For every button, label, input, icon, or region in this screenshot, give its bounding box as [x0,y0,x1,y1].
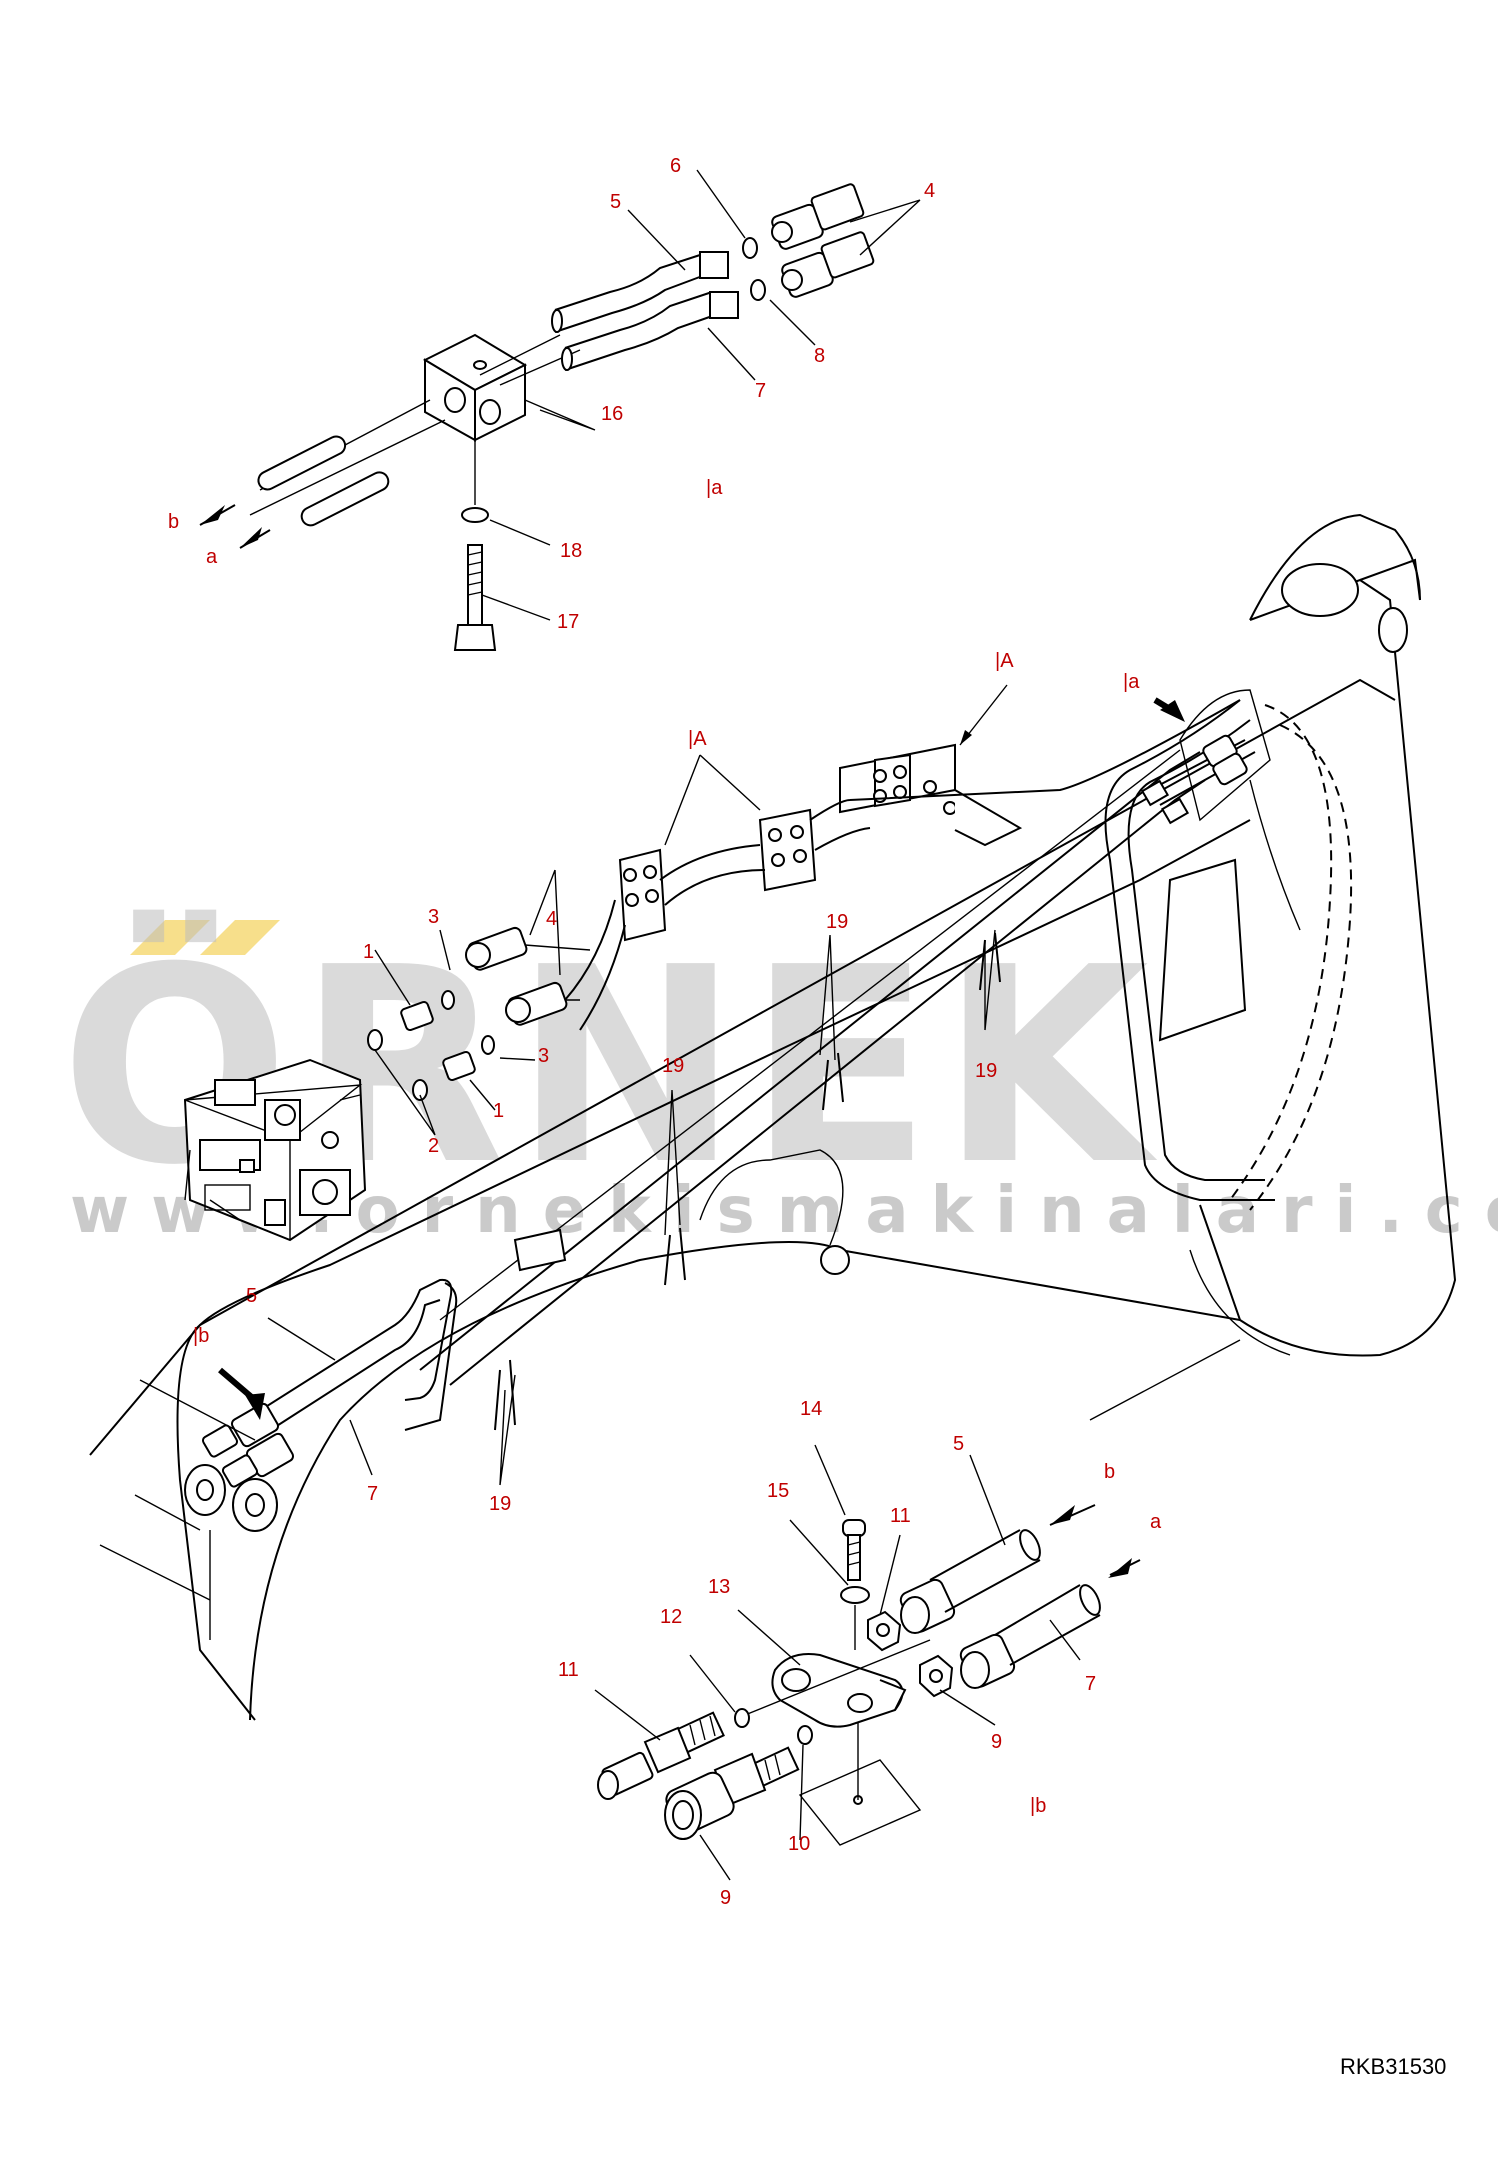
ref-a-bottom: a [1150,1511,1162,1533]
callout-13: 13 [708,1576,730,1598]
control-valve [183,1058,367,1242]
callout-7-bottom: 7 [1085,1673,1096,1695]
ref-b-boom: |b [193,1325,209,1347]
callout-7-top: 7 [755,380,766,402]
clamp-A-lower [618,808,817,942]
callout-14: 14 [800,1398,822,1420]
callouts: 5 6 4 8 7 16 18 17 4 3 1 3 1 2 19 19 19 … [246,155,1096,1909]
callout-19-c: 19 [662,1055,684,1077]
callout-2: 2 [428,1135,439,1157]
boom-assembly [89,513,1457,1721]
watermark-accent-left [130,920,210,955]
ref-b-top: b [168,511,179,533]
callout-12: 12 [660,1606,682,1628]
callout-10: 10 [788,1833,810,1855]
callout-1-mid: 1 [363,941,374,963]
female-coupler [664,1746,800,1840]
callout-9-bottom: 9 [720,1887,731,1909]
male-coupler [597,1711,725,1800]
ref-b-detail: |b [1030,1795,1046,1817]
callout-4-mid: 4 [546,908,557,930]
ref-b-bottom: b [1104,1461,1115,1483]
callout-18: 18 [560,540,582,562]
callout-17: 17 [557,611,579,633]
callout-15: 15 [767,1480,789,1502]
callout-3-mid: 3 [428,906,439,928]
callout-19-a: 19 [826,911,848,933]
callout-3-low: 3 [538,1045,549,1067]
callout-19-b: 19 [975,1060,997,1082]
callout-19-d: 19 [489,1493,511,1515]
ref-a-top: a [206,546,218,568]
callout-7-mid: 7 [367,1483,378,1505]
ref-A-lower: |A [688,728,707,750]
drawing-code: RKB31530 [1340,2054,1446,2079]
callout-5-top: 5 [610,191,621,213]
callout-11-bottom: 11 [558,1659,579,1681]
callout-5-bottom: 5 [953,1433,964,1455]
callout-6: 6 [670,155,681,177]
callout-16: 16 [601,403,623,425]
callout-1-low: 1 [493,1100,504,1122]
ref-a-detail: |a [706,477,723,499]
clamp-A-upper [839,743,1023,847]
ref-A-upper: |A [995,650,1014,672]
ref-a-boom: |a [1123,671,1140,693]
watermark-accent-right [200,920,280,955]
callout-11-top: 11 [890,1505,911,1527]
reference-letters: b a |a |A |a |A |b b a |b [168,477,1162,1817]
callout-4-top: 4 [924,180,935,202]
detail-a [199,169,921,651]
callout-8: 8 [814,345,825,367]
callout-5-mid: 5 [246,1285,257,1307]
callout-9-right: 9 [991,1731,1002,1753]
detail-b [594,1444,1141,1881]
